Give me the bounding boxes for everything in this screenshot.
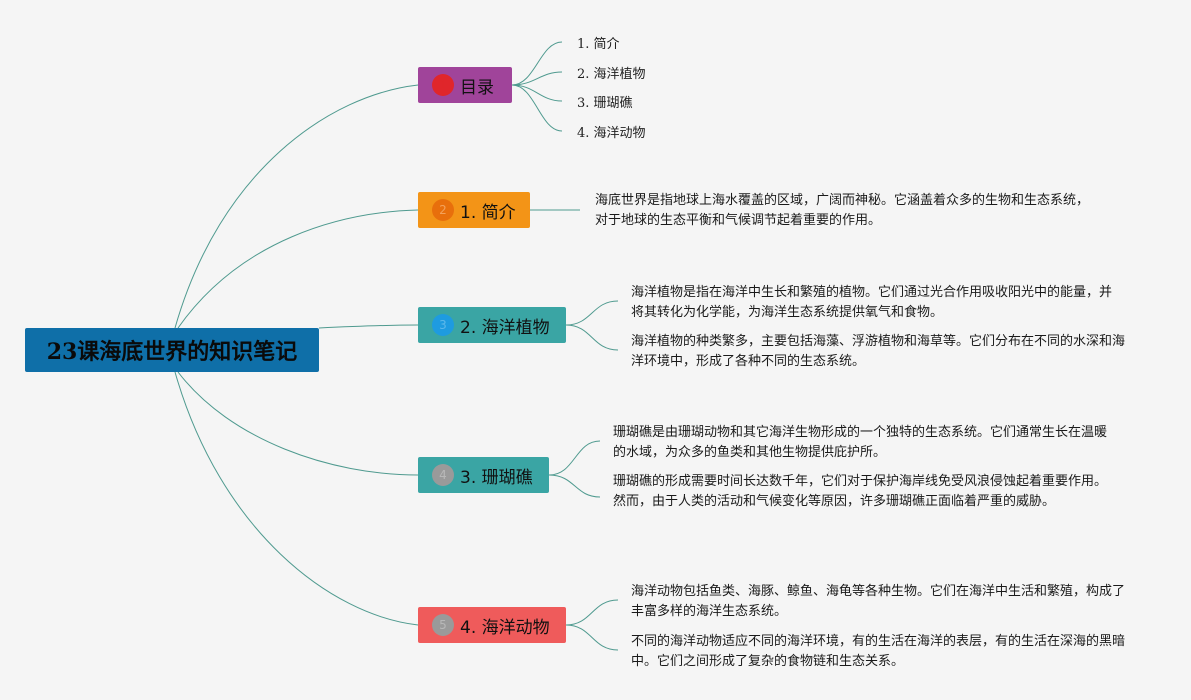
toc-item[interactable]: 4. 海洋动物: [577, 126, 646, 141]
coral-text-2: 珊瑚礁的形成需要时间长达数千年，它们对于保护海岸线免受风浪侵蚀起着重要作用。然而…: [613, 474, 1108, 509]
branch-coral[interactable]: 4 3. 珊瑚礁: [418, 457, 549, 493]
connector-root-intro: [177, 209, 419, 329]
branch-animals[interactable]: 5 4. 海洋动物: [418, 607, 566, 643]
connector-toc-1: [511, 41, 563, 86]
root-title: 23课海底世界的知识笔记: [46, 339, 298, 365]
connector-root-toc: [174, 84, 419, 329]
connector-plants-2: [565, 324, 619, 351]
connector-root-animals: [174, 371, 419, 626]
connector-toc-4: [511, 84, 563, 132]
branch-label: 目录: [460, 77, 494, 98]
connector-plants-1: [565, 300, 619, 326]
connector-animals-1: [565, 599, 619, 626]
plants-text-2: 海洋植物的种类繁多，主要包括海藻、浮游植物和海草等。它们分布在不同的水深和海洋环…: [631, 334, 1126, 369]
number-badge-icon: 3: [432, 314, 454, 336]
toc-item[interactable]: 3. 珊瑚礁: [577, 96, 633, 111]
branch-label: 3. 珊瑚礁: [460, 467, 533, 488]
connector-toc-2: [511, 71, 563, 86]
connector-toc-3: [511, 84, 563, 102]
animals-text-2: 不同的海洋动物适应不同的海洋环境，有的生活在海洋的表层，有的生活在深海的黑暗中。…: [631, 634, 1126, 669]
number-badge-icon: 4: [432, 464, 454, 486]
animals-text-1: 海洋动物包括鱼类、海豚、鲸鱼、海龟等各种生物。它们在海洋中生活和繁殖，构成了丰富…: [631, 584, 1126, 619]
connector-coral-2: [548, 474, 601, 498]
connector-coral-1: [548, 440, 601, 476]
branch-plants[interactable]: 3 2. 海洋植物: [418, 307, 566, 343]
root-node[interactable]: 23课海底世界的知识笔记: [25, 328, 319, 372]
plants-text-1: 海洋植物是指在海洋中生长和繁殖的植物。它们通过光合作用吸收阳光中的能量，并将其转…: [631, 285, 1113, 320]
number-badge-icon: 5: [432, 614, 454, 636]
coral-text-1: 珊瑚礁是由珊瑚动物和其它海洋生物形成的一个独特的生态系统。它们通常生长在温暖的水…: [613, 425, 1108, 460]
branch-label: 2. 海洋植物: [460, 317, 550, 338]
intro-text: 海底世界是指地球上海水覆盖的区域，广阔而神秘。它涵盖着众多的生物和生态系统，对于…: [595, 193, 1090, 228]
connector-root-plants: [318, 324, 419, 329]
toc-item[interactable]: 1. 简介: [577, 37, 620, 52]
number-badge-icon: 1: [432, 74, 454, 96]
number-badge-icon: 2: [432, 199, 454, 221]
toc-item[interactable]: 2. 海洋植物: [577, 67, 646, 82]
connector-animals-2: [565, 624, 619, 651]
branch-toc[interactable]: 1 目录: [418, 67, 512, 103]
branch-label: 4. 海洋动物: [460, 617, 550, 638]
connector-root-coral: [177, 371, 419, 476]
branch-label: 1. 简介: [460, 202, 516, 223]
branch-intro[interactable]: 2 1. 简介: [418, 192, 530, 228]
